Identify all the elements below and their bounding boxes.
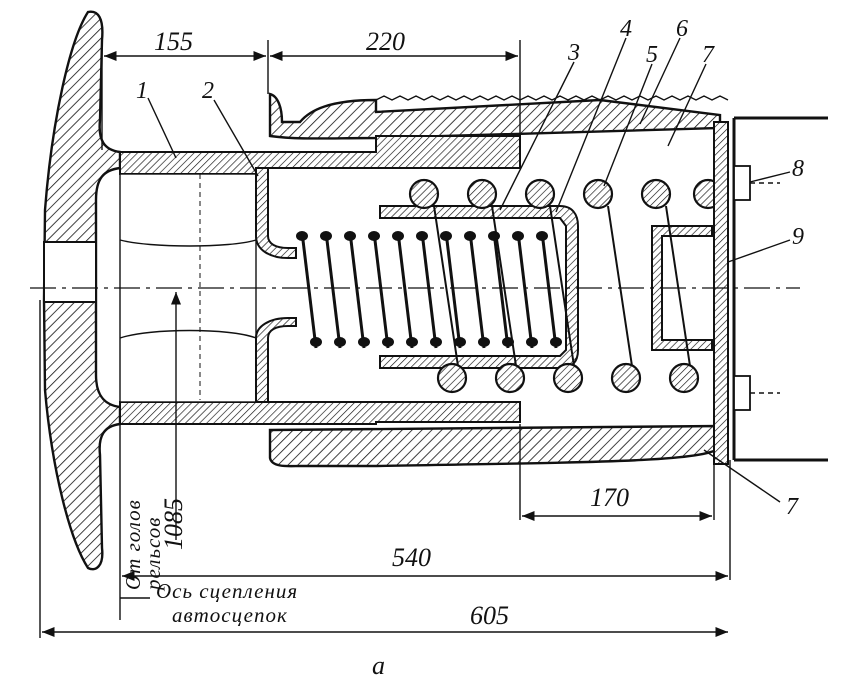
outer-spring-top-section	[524, 178, 556, 210]
inner-spring-top-section	[536, 231, 548, 241]
outer-housing	[268, 92, 729, 468]
inner-spring-turn	[516, 231, 534, 349]
inner-spring-turn	[420, 231, 438, 349]
inner-spring-top-section	[440, 231, 452, 241]
outer-spring-bottom-section	[610, 362, 642, 394]
outer-spring-turn	[433, 205, 459, 367]
part-number-9: 9	[792, 224, 804, 250]
inner-spring-top-section	[512, 231, 524, 241]
dimension-lines	[39, 40, 731, 638]
inner-spring-bottom-section	[478, 337, 490, 347]
inner-cup	[255, 167, 713, 403]
inner-spring-turn	[444, 231, 462, 349]
inner-spring-turn	[348, 231, 366, 349]
rail-height-value: 1085	[159, 498, 188, 550]
rail-height-line2: рельсов	[141, 517, 165, 592]
outer-spring-turn	[491, 205, 517, 367]
part-number-7-bottom: 7	[786, 494, 799, 520]
inner-spring-top-section	[488, 231, 500, 241]
inner-spring	[296, 231, 562, 349]
dim-155-label: 155	[154, 27, 193, 56]
part-number-8: 8	[792, 156, 804, 182]
inner-spring-turn	[396, 231, 414, 349]
outer-spring-bottom-section	[668, 362, 700, 394]
inner-spring-turn	[300, 231, 318, 349]
coupler-axis-line1: Ось сцепления	[156, 579, 298, 603]
part-number-4: 4	[620, 16, 632, 42]
inner-spring-top-section	[344, 231, 356, 241]
inner-spring-turn	[492, 231, 510, 349]
inner-spring-bottom-section	[358, 337, 370, 347]
inner-spring-top-section	[368, 231, 380, 241]
rail-height-line1: От голов	[121, 499, 145, 590]
inner-spring-bottom-section	[502, 337, 514, 347]
inner-spring-turn	[324, 231, 342, 349]
outer-spring-turn	[549, 205, 575, 367]
inner-spring-bottom-section	[382, 337, 394, 347]
inner-spring-bottom-section	[454, 337, 466, 347]
buffer-plate	[42, 10, 122, 571]
coupler-axis-line2: автосцепок	[172, 603, 288, 627]
dim-605-label: 605	[470, 601, 509, 630]
inner-spring-top-section	[320, 231, 332, 241]
inner-spring-bottom-section	[430, 337, 442, 347]
inner-spring-top-section	[392, 231, 404, 241]
inner-spring-top-section	[464, 231, 476, 241]
dim-170-label: 170	[590, 483, 629, 512]
outer-spring-bottom-section	[552, 362, 584, 394]
outer-spring-top-section	[640, 178, 672, 210]
rail-height-note: От голов рельсов 1085	[121, 498, 188, 592]
inner-spring-bottom-section	[550, 337, 562, 347]
outer-spring-top-section	[582, 178, 614, 210]
part-number-6: 6	[676, 16, 688, 42]
figure-caption: а	[372, 651, 385, 680]
inner-spring-turn	[468, 231, 486, 349]
outer-spring-bottom-section	[436, 362, 468, 394]
part-number-1: 1	[136, 78, 148, 104]
part-number-5: 5	[646, 42, 658, 68]
leader-lines	[147, 37, 791, 503]
outer-spring-bottom-section	[494, 362, 526, 394]
inner-spring-top-section	[416, 231, 428, 241]
inner-spring-bottom-section	[310, 337, 322, 347]
back-plate	[713, 116, 828, 465]
dim-540-label: 540	[392, 543, 431, 572]
inner-spring-bottom-section	[334, 337, 346, 347]
inner-spring-bottom-section	[526, 337, 538, 347]
outer-spring-turn	[665, 205, 691, 367]
outer-spring-top-section	[466, 178, 498, 210]
part-number-2: 2	[202, 78, 214, 104]
inner-spring-turn	[540, 231, 558, 349]
inner-spring-turn	[372, 231, 390, 349]
outer-spring-turn	[607, 205, 633, 367]
part-number-3: 3	[567, 40, 580, 66]
dim-220-label: 220	[366, 27, 405, 56]
outer-spring-top-section	[408, 178, 440, 210]
inner-spring-bottom-section	[406, 337, 418, 347]
part-number-7-top: 7	[702, 42, 715, 68]
inner-spring-top-section	[296, 231, 308, 241]
